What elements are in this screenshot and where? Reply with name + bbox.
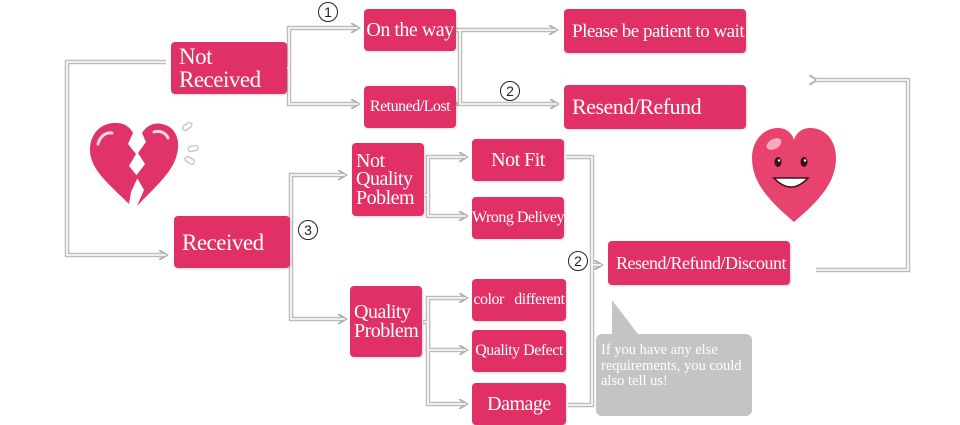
received-node: Received [174,216,290,268]
resend-refund-discount-node: Resend/Refund/Discount [608,241,790,285]
resend-refund-node: Resend/Refund [564,85,746,129]
step-marker-1: 1 [318,2,338,22]
step-marker-3: 3 [298,220,318,240]
not-received-node: Not Received [171,42,287,94]
wrong-delivery-node: Wrong Delivey [472,197,564,239]
not-quality-problem-node: Not Quality Poblem [352,143,424,216]
returned-lost-node: Retuned/Lost [364,86,456,128]
smiling-heart-icon [752,128,836,222]
on-the-way-node: On the way [364,9,456,51]
color-different-node: color different [472,279,566,321]
step-marker-2-top: 2 [500,81,520,101]
step-marker-2-bottom: 2 [568,251,588,271]
not-fit-node: Not Fit [472,139,564,181]
quality-problem-node: Quality Problem [350,286,422,357]
broken-heart-icon [89,121,199,206]
damage-node: Damage [472,383,566,425]
speech-bubble: If you have any else requirements, you c… [596,334,752,416]
quality-defect-node: Quality Defect [472,330,566,372]
speech-bubble-tail [612,300,644,342]
please-wait-node: Please be patient to wait [564,9,746,53]
